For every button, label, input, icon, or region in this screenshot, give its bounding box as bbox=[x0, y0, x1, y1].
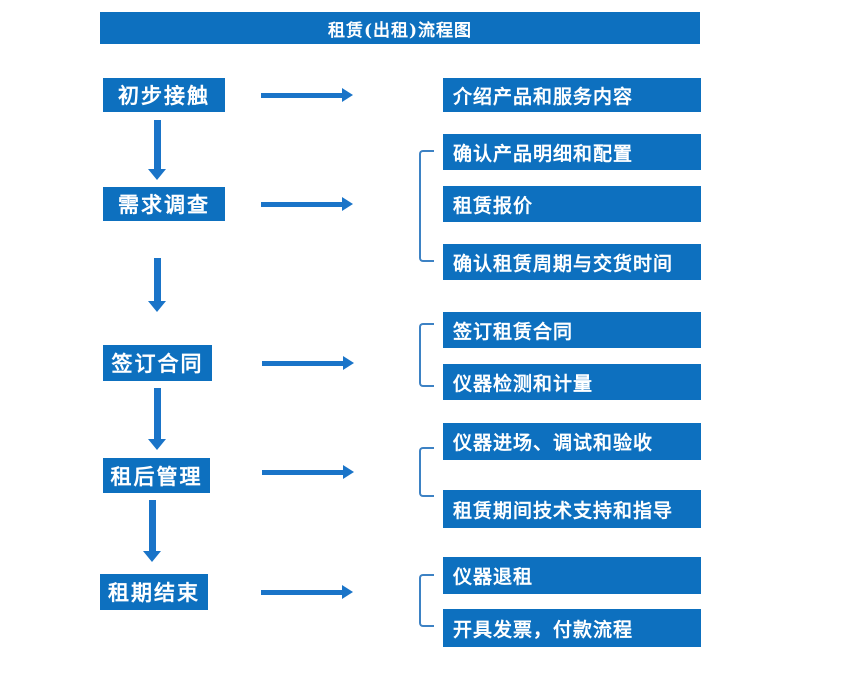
output-box-rental-quote: 租赁报价 bbox=[443, 186, 701, 222]
right-arrow-icon-2 bbox=[261, 197, 353, 211]
output-box-confirm-product-details: 确认产品明细和配置 bbox=[443, 134, 701, 170]
output-box-tech-support: 租赁期间技术支持和指导 bbox=[443, 490, 701, 528]
down-arrow-icon-4 bbox=[143, 500, 161, 562]
output-box-instrument-return: 仪器退租 bbox=[443, 557, 701, 594]
group-bracket-lease-end bbox=[419, 574, 434, 627]
down-arrow-icon-1 bbox=[148, 120, 166, 180]
step-box-demand-survey: 需求调查 bbox=[103, 187, 225, 221]
right-arrow-icon-1 bbox=[261, 88, 353, 102]
output-box-confirm-period-delivery: 确认租赁周期与交货时间 bbox=[443, 244, 701, 280]
output-box-introduce-products: 介绍产品和服务内容 bbox=[443, 78, 701, 112]
step-box-post-rental-management: 租后管理 bbox=[103, 458, 210, 493]
group-bracket-demand-survey bbox=[419, 150, 434, 262]
group-bracket-post-rental-management bbox=[419, 447, 434, 497]
output-box-invoice-payment: 开具发票，付款流程 bbox=[443, 609, 701, 647]
right-arrow-icon-4 bbox=[262, 465, 354, 479]
group-bracket-sign-contract bbox=[419, 323, 434, 387]
step-box-sign-contract: 签订合同 bbox=[103, 345, 212, 381]
right-arrow-icon-5 bbox=[261, 585, 353, 599]
output-box-instrument-testing: 仪器检测和计量 bbox=[443, 364, 701, 400]
right-arrow-icon-3 bbox=[262, 356, 354, 370]
step-box-lease-end: 租期结束 bbox=[100, 574, 208, 610]
down-arrow-icon-3 bbox=[148, 388, 166, 450]
step-box-initial-contact: 初步接触 bbox=[103, 78, 225, 112]
output-box-sign-rental-contract: 签订租赁合同 bbox=[443, 312, 701, 348]
output-box-instrument-entry-acceptance: 仪器进场、调试和验收 bbox=[443, 423, 701, 460]
down-arrow-icon-2 bbox=[148, 258, 166, 312]
flowchart-title: 租赁(出租)流程图 bbox=[100, 12, 700, 44]
